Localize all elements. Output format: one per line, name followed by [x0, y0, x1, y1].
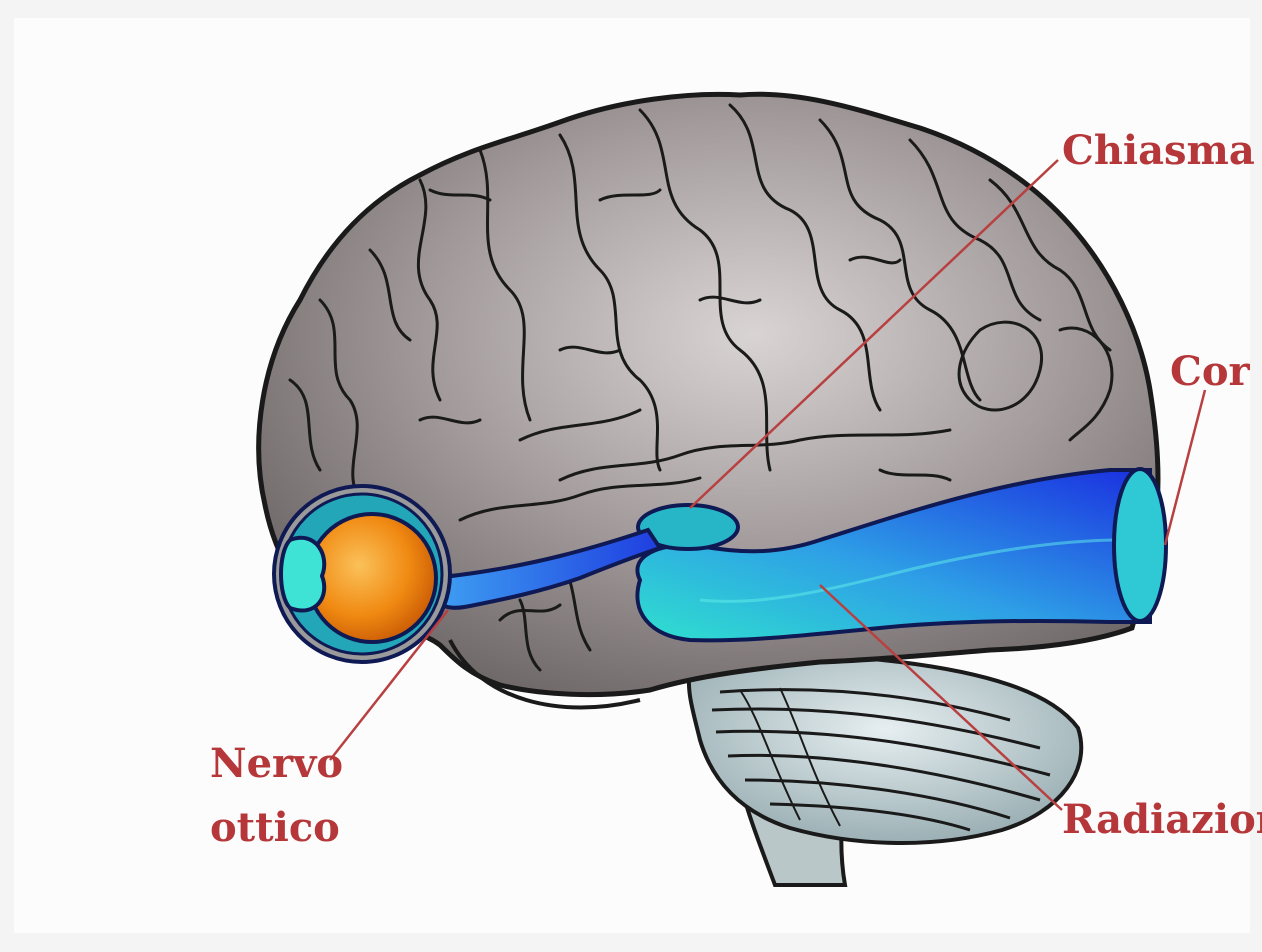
leader-line-corteccia — [1165, 390, 1205, 545]
visual-cortex-cap — [1114, 469, 1166, 621]
label-nervo-line2: ottico — [210, 808, 343, 848]
label-nervo-ottico: Nervo ottico — [210, 744, 343, 848]
label-corteccia: Cor — [1170, 352, 1250, 392]
label-radiazioni: Radiazior — [1062, 800, 1262, 840]
label-chiasma: Chiasma — [1062, 131, 1255, 171]
eyeball-icon — [274, 486, 450, 662]
label-nervo-line1: Nervo — [210, 744, 343, 784]
